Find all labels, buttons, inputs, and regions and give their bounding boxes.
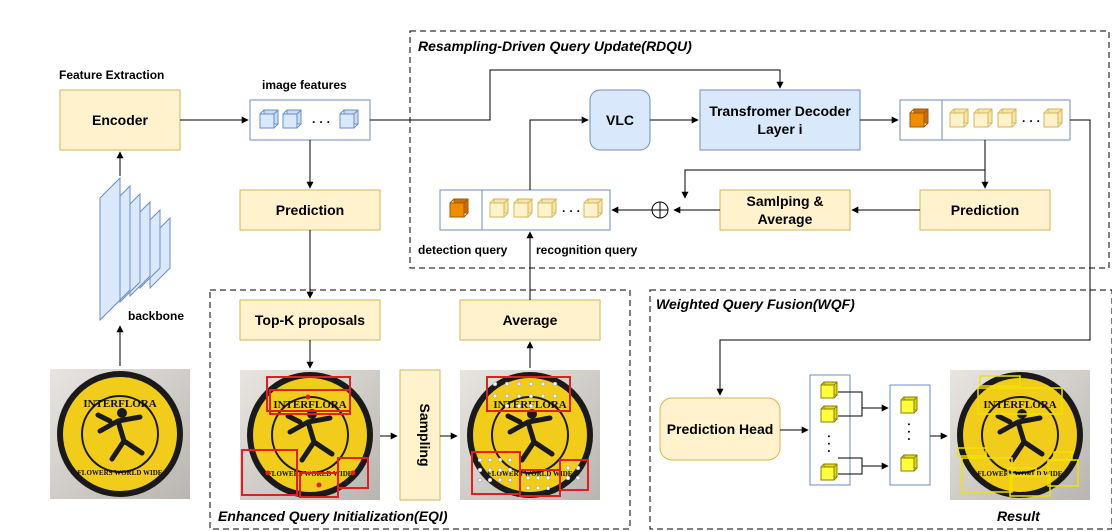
prediction-right-label: Prediction bbox=[951, 202, 1019, 218]
topk-box bbox=[239, 299, 381, 341]
rdqu-frame bbox=[409, 30, 1110, 269]
sampled-image: INTERFLORA FLOWERS WORLD WIDE bbox=[460, 370, 600, 500]
svg-text:· · ·: · · · bbox=[562, 204, 581, 218]
svg-text:· · ·: · · · bbox=[1022, 114, 1041, 128]
svg-text:· · ·: · · · bbox=[312, 115, 331, 129]
svg-text:INTERFLORA: INTERFLORA bbox=[983, 399, 1056, 411]
svg-text:FLOWERS WORLD WIDE: FLOWERS WORLD WIDE bbox=[978, 470, 1063, 478]
sampling-box bbox=[399, 369, 441, 501]
svg-text:INTERFLORA: INTERFLORA bbox=[273, 399, 346, 411]
topk-label: Top-K proposals bbox=[255, 312, 365, 328]
add-operator-icon bbox=[651, 201, 669, 219]
proposal-box bbox=[337, 457, 369, 489]
decoder-box bbox=[699, 89, 861, 151]
prediction-head-box bbox=[659, 397, 781, 461]
feature-extraction-title: Feature Extraction bbox=[59, 68, 164, 82]
sampling-average-box bbox=[719, 189, 851, 231]
eqi-title: Enhanced Query Initialization(EQI) bbox=[218, 508, 448, 524]
logo-top-text: INTERFLORA bbox=[83, 398, 156, 410]
image-features-label: image features bbox=[262, 78, 347, 92]
sampling-average-line1: Samlping & bbox=[746, 193, 823, 209]
result-image: INTERFLORA FLOWERS WORLD WIDE bbox=[950, 370, 1090, 500]
vlc-label: VLC bbox=[606, 112, 634, 128]
wqf-title: Weighted Query Fusion(WQF) bbox=[656, 296, 855, 312]
backbone-label: backbone bbox=[128, 309, 184, 323]
average-label: Average bbox=[503, 312, 558, 328]
decoder-label-line2: Layer i bbox=[757, 121, 802, 137]
rdqu-title: Resampling-Driven Query Update(RDQU) bbox=[418, 38, 692, 54]
sampling-average-line2: Average bbox=[758, 211, 813, 227]
proposal-box bbox=[269, 389, 351, 415]
svg-text:· · ·: · · · bbox=[822, 435, 836, 454]
proposal-box bbox=[241, 449, 298, 496]
detection-query-label: detection query bbox=[418, 243, 508, 257]
input-image: INTERFLORA FLOWERS WORLD WIDE bbox=[50, 369, 190, 499]
average-box bbox=[459, 299, 601, 341]
eqi-frame bbox=[209, 289, 631, 530]
logo-bottom-text: FLOWERS WORLD WIDE bbox=[78, 469, 163, 477]
decoder-label-line1: Transfromer Decoder bbox=[709, 103, 851, 119]
prediction-right-box bbox=[919, 189, 1051, 231]
encoder-label: Encoder bbox=[92, 112, 149, 128]
result-label: Result bbox=[997, 508, 1041, 524]
sampling-label: Sampling bbox=[417, 403, 433, 466]
prediction-left-label: Prediction bbox=[276, 202, 344, 218]
sampling-points bbox=[477, 381, 581, 491]
svg-text:· · ·: · · · bbox=[902, 423, 916, 442]
prediction-left-box bbox=[239, 189, 381, 231]
prediction-head-label: Prediction Head bbox=[667, 421, 774, 437]
wqf-frame bbox=[649, 289, 1112, 530]
recognition-query-label: recognition query bbox=[536, 243, 638, 257]
backbone-icon bbox=[99, 176, 171, 322]
proposals-image: INTERFLORA FLOWERS WORLD WIDE bbox=[240, 370, 380, 500]
encoder-box bbox=[59, 89, 181, 151]
svg-text:FLOWERS WORLD WIDE: FLOWERS WORLD WIDE bbox=[488, 470, 573, 478]
